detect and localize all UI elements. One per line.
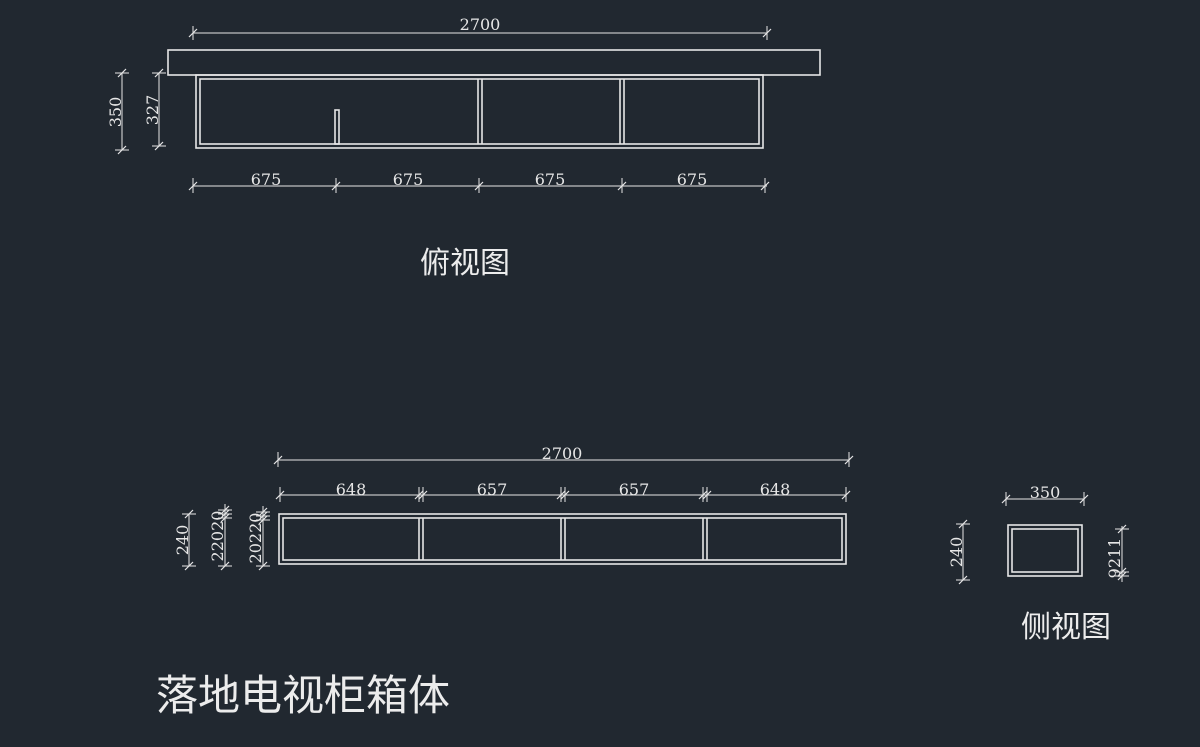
front-height-label: 240 [173,525,192,556]
side-height-detail-dimension: 9211 [1105,524,1129,582]
front-height-detail-label-b: 20220 [246,513,265,564]
side-height-dimension: 240 [947,519,970,585]
top-bay-width-label: 675 [393,170,424,189]
front-view: 2700 648 657 657 648 [173,444,854,571]
front-cabinet-body [278,513,847,565]
top-partition-stub [334,109,340,145]
side-width-label: 350 [1030,483,1061,502]
front-bay-dimensions: 648 657 657 648 [275,480,851,502]
top-view: 2700 350 3 [106,15,821,281]
side-cabinet-body [1007,524,1083,577]
top-countertop-slab [167,49,821,76]
front-height-detail-dimension-a: 22020 [208,504,232,571]
side-height-detail-label: 9211 [1105,538,1124,579]
top-bay-width-label: 675 [677,170,708,189]
front-bay-width-label: 648 [760,480,791,499]
front-overall-width-dimension: 2700 [273,444,854,467]
top-cabinet-body [195,74,764,149]
front-bay-width-label: 657 [619,480,650,499]
top-outer-depth-dimension: 350 [106,68,129,155]
side-height-label: 240 [947,537,966,568]
top-overall-width-label: 2700 [460,15,501,34]
top-view-label: 俯视图 [420,246,510,281]
side-view: 350 240 9211 侧视图 [947,483,1129,645]
side-view-label: 侧视图 [1021,610,1111,645]
top-bay-width-label: 675 [251,170,282,189]
top-inner-depth-dimension: 327 [143,68,166,151]
front-overall-width-label: 2700 [542,444,583,463]
top-outer-depth-label: 350 [106,97,125,128]
front-height-detail-dimension-b: 20220 [246,506,270,571]
side-width-dimension: 350 [1001,483,1089,506]
front-height-detail-label-a: 22020 [208,511,227,562]
front-bay-width-label: 648 [336,480,367,499]
drawing-title: 落地电视柜箱体 [156,671,450,720]
top-bay-width-label: 675 [535,170,566,189]
top-overall-width-dimension: 2700 [188,15,772,40]
top-bay-dimensions: 675 675 675 675 [188,170,770,193]
front-bay-width-label: 657 [477,480,508,499]
top-inner-depth-label: 327 [143,95,162,126]
front-height-dimension: 240 [173,509,196,571]
